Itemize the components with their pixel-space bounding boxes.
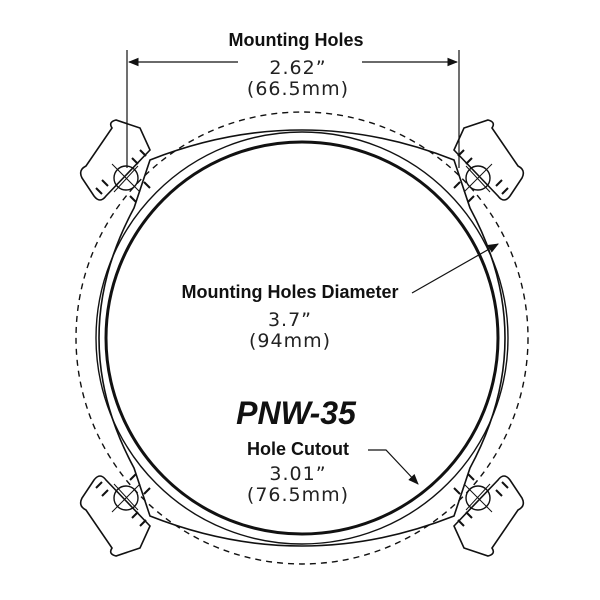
- hole-cutout-title: Hole Cutout: [247, 439, 349, 459]
- mounting-holes-mm: (66.5mm): [247, 78, 349, 100]
- mounting-holes-title: Mounting Holes: [229, 30, 364, 50]
- hole-cutout-mm: (76.5mm): [247, 484, 349, 506]
- model-name: PNW-35: [236, 395, 357, 431]
- mounting-holes-circle: [75, 111, 529, 565]
- hole-cutout-circle: [104, 140, 500, 536]
- diameter-leader: [411, 243, 499, 294]
- mounting-holes-inch: 2.62”: [269, 57, 326, 79]
- cutout-leader: [368, 449, 419, 485]
- frame-inner-ring: [95, 131, 509, 545]
- mounting-holes-diameter-title: Mounting Holes Diameter: [181, 282, 398, 302]
- mounting-holes-diameter-inch: 3.7”: [268, 309, 312, 331]
- hole-cutout-inch: 3.01”: [269, 463, 326, 485]
- frame-outline: [98, 129, 506, 547]
- mounting-holes-diameter-mm: (94mm): [249, 330, 331, 352]
